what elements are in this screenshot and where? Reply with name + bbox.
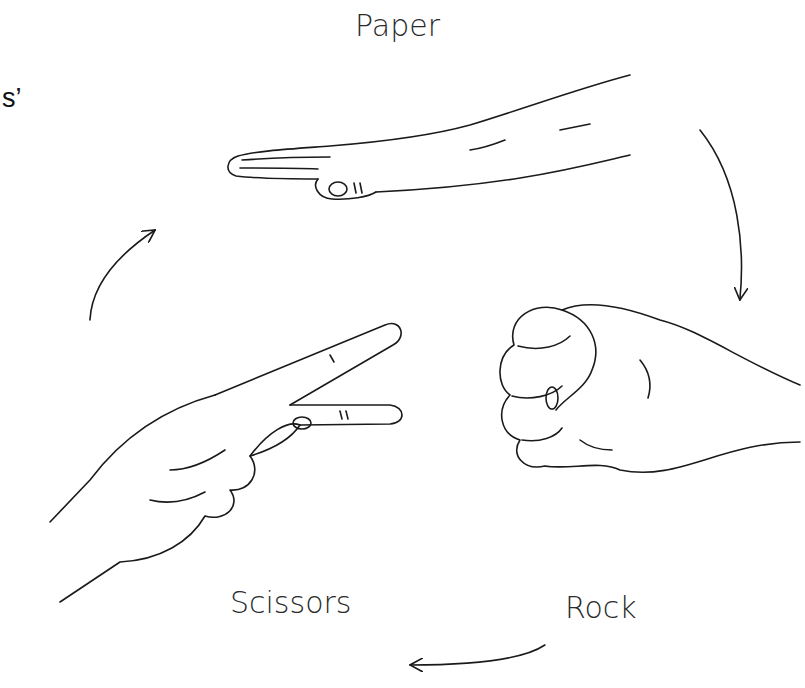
hand-label: Paper	[355, 8, 440, 44]
hand-label: Rock	[565, 590, 637, 626]
hand-node: Rock	[490, 300, 800, 645]
cycle-arrow	[700, 130, 741, 300]
rock-hand	[500, 305, 800, 472]
paper-hand	[228, 75, 630, 199]
scissors-hand	[50, 324, 402, 602]
hand-label: Scissors	[230, 585, 351, 621]
hand-node: Paper	[140, 5, 700, 230]
hand-node: Scissors	[40, 320, 410, 672]
cycle-arrow	[410, 645, 545, 665]
partial-text: s’	[2, 82, 22, 114]
cycle-arrow	[90, 230, 155, 320]
